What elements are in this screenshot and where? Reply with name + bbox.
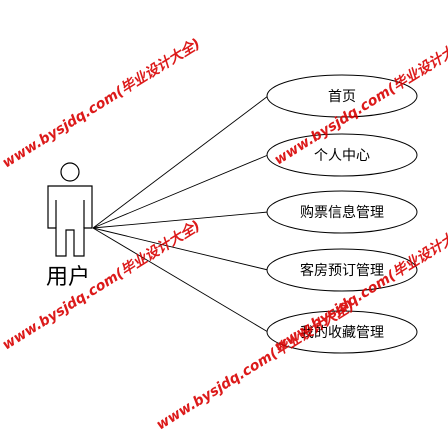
svg-text:我的收藏管理: 我的收藏管理	[300, 325, 384, 341]
association-lines	[92, 95, 269, 333]
watermark: www.bysjdq.com(毕业设计大全)	[0, 35, 203, 171]
assoc-line-personal	[92, 154, 269, 229]
assoc-line-home	[92, 95, 269, 229]
assoc-line-room	[92, 227, 269, 271]
actor-label: 用户	[46, 265, 90, 290]
assoc-line-ticket	[92, 211, 269, 229]
use-case-personal-center: 个人中心	[266, 133, 418, 177]
svg-text:个人中心: 个人中心	[314, 148, 370, 164]
svg-text:首页: 首页	[328, 89, 356, 105]
use-case-home: 首页	[266, 74, 418, 118]
actor-head	[60, 162, 80, 182]
watermarks: www.bysjdq.com(毕业设计大全) www.bysjdq.com(毕业…	[0, 32, 448, 433]
use-case-room-booking: 客房预订管理	[266, 248, 418, 292]
use-case-ticket-info: 购票信息管理	[266, 190, 418, 234]
watermark: www.bysjdq.com(毕业设计大全)	[0, 217, 203, 353]
use-case-favorites: 我的收藏管理	[266, 310, 418, 354]
svg-text:客房预订管理: 客房预订管理	[300, 262, 384, 279]
actor-figure	[47, 162, 93, 257]
assoc-line-favorites	[92, 227, 269, 333]
watermark: www.bysjdq.com(毕业设计大全)	[153, 297, 357, 433]
svg-text:购票信息管理: 购票信息管理	[300, 204, 384, 221]
actor-body	[47, 185, 93, 257]
